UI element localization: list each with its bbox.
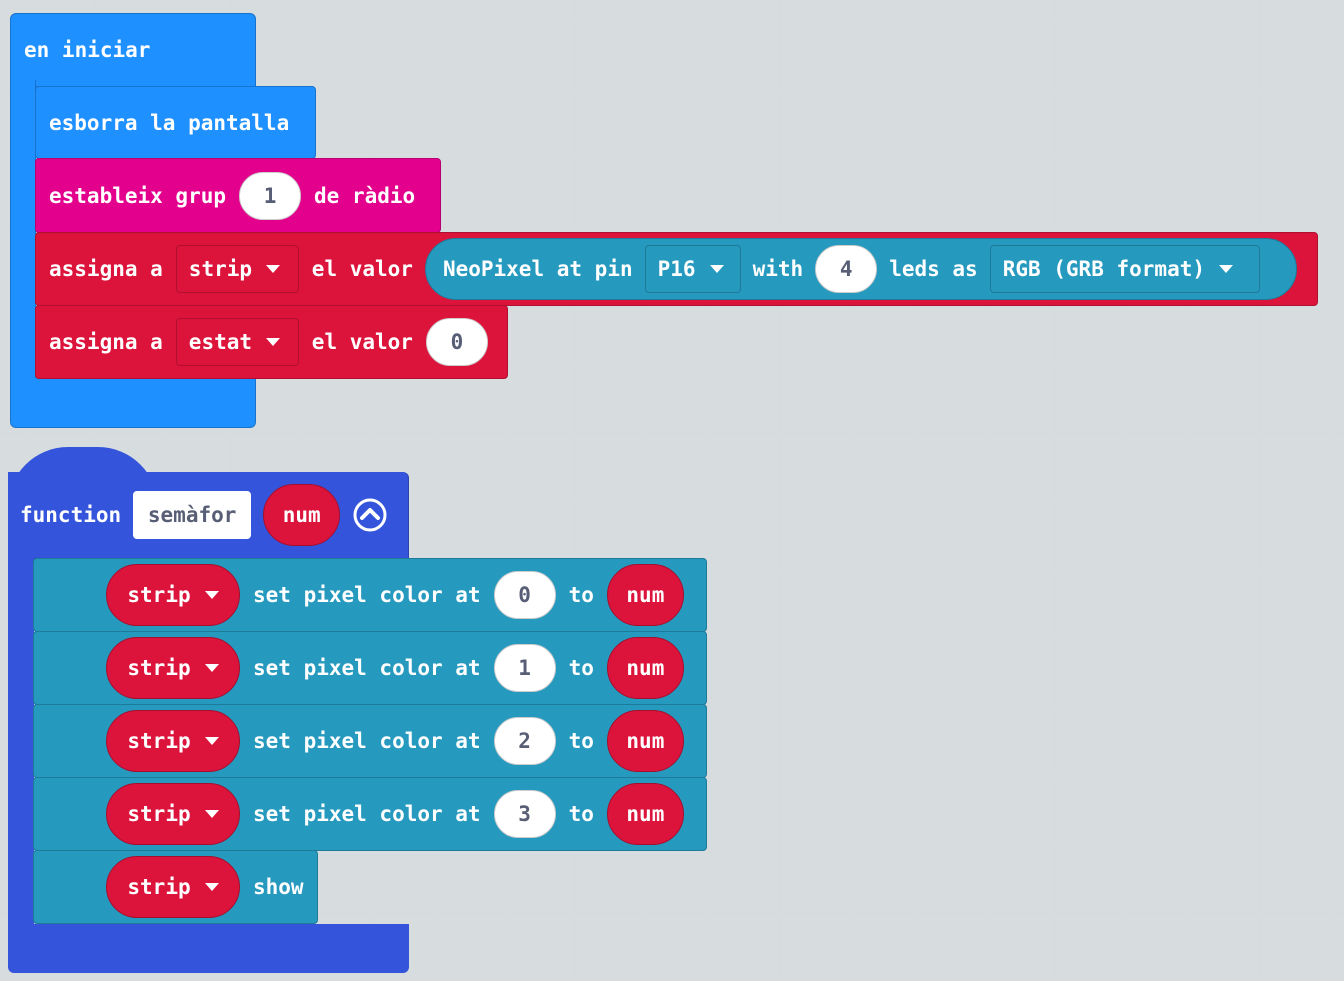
on-start-header[interactable]: en iniciar [10, 13, 256, 87]
color-num-reporter[interactable]: num [606, 710, 684, 772]
pixel-index-input[interactable]: 3 [493, 790, 556, 838]
set-pixel-label: set pixel color at [253, 656, 481, 680]
value-label: el valor [311, 257, 413, 281]
to-label: to [568, 802, 594, 826]
strip-show-block[interactable]: strip show [33, 850, 318, 924]
set-pixel-color-block-2[interactable]: strip set pixel color at 2 to num [33, 704, 707, 778]
variable-dropdown-estat[interactable]: estat [175, 318, 299, 366]
chevron-down-icon [204, 591, 219, 599]
color-num-reporter[interactable]: num [606, 564, 684, 626]
pixel-index-input[interactable]: 2 [493, 717, 556, 765]
variable-name: strip [127, 656, 191, 680]
chevron-down-icon [204, 883, 219, 891]
color-num-reporter[interactable]: num [606, 637, 684, 699]
radio-group-suffix: de ràdio [314, 183, 416, 208]
format-dropdown[interactable]: RGB (GRB format) [989, 245, 1260, 293]
radio-group-input[interactable]: 1 [239, 171, 302, 220]
clear-screen-label: esborra la pantalla [49, 110, 290, 135]
on-start-arm [10, 80, 36, 385]
variable-dropdown-strip[interactable]: strip [175, 245, 299, 293]
variable-name: strip [127, 729, 191, 753]
set-label: assigna a [49, 257, 163, 281]
set-pixel-color-block-1[interactable]: strip set pixel color at 1 to num [33, 631, 707, 705]
chevron-down-icon [204, 737, 219, 745]
function-keyword: function [20, 503, 122, 527]
pin-dropdown[interactable]: P16 [644, 245, 741, 293]
strip-variable-dropdown[interactable]: strip [106, 856, 240, 918]
neopixel-create-block[interactable]: NeoPixel at pin P16 with 4 leds as RGB (… [424, 238, 1297, 300]
function-footer [8, 924, 409, 973]
chevron-down-icon [266, 338, 281, 346]
function-header[interactable]: function semàfor num [8, 472, 409, 559]
chevron-down-icon [709, 265, 724, 273]
function-arm [8, 555, 34, 930]
set-pixel-color-block-0[interactable]: strip set pixel color at 0 to num [33, 558, 707, 632]
on-start-label: en iniciar [24, 38, 151, 62]
radio-group-label: estableix grup [49, 183, 227, 208]
collapse-params-icon[interactable] [352, 497, 388, 533]
chevron-down-icon [1219, 265, 1233, 273]
function-name-input[interactable]: semàfor [133, 491, 252, 539]
chevron-down-icon [266, 265, 281, 273]
variable-name: strip [127, 583, 191, 607]
set-strip-block[interactable]: assigna a strip el valor NeoPixel at pin… [35, 232, 1318, 306]
strip-variable-dropdown[interactable]: strip [106, 710, 240, 772]
chevron-down-icon [204, 664, 219, 672]
show-label: show [253, 875, 304, 899]
pin-value: P16 [657, 257, 696, 281]
variable-name: estat [188, 330, 253, 354]
variable-name: strip [127, 875, 191, 899]
set-pixel-label: set pixel color at [253, 583, 481, 607]
param-num[interactable]: num [263, 484, 341, 546]
set-pixel-label: set pixel color at [253, 802, 481, 826]
chevron-down-icon [204, 810, 219, 818]
with-label: with [752, 257, 804, 281]
color-num-reporter[interactable]: num [606, 783, 684, 845]
leds-as-label: leds as [889, 257, 978, 281]
to-label: to [568, 656, 594, 680]
set-pixel-color-block-3[interactable]: strip set pixel color at 3 to num [33, 777, 707, 851]
clear-screen-block[interactable]: esborra la pantalla [35, 86, 316, 159]
value-label: el valor [311, 330, 413, 354]
to-label: to [568, 583, 594, 607]
strip-variable-dropdown[interactable]: strip [106, 783, 240, 845]
neopixel-label: NeoPixel at pin [442, 257, 633, 281]
set-pixel-label: set pixel color at [253, 729, 481, 753]
on-start-footer [10, 378, 256, 428]
radio-set-group-block[interactable]: estableix grup 1 de ràdio [35, 158, 441, 233]
strip-variable-dropdown[interactable]: strip [106, 637, 240, 699]
variable-name: strip [188, 257, 253, 281]
pixel-index-input[interactable]: 0 [493, 571, 556, 619]
led-count-input[interactable]: 4 [815, 245, 878, 293]
to-label: to [568, 729, 594, 753]
variable-name: strip [127, 802, 191, 826]
estat-value-input[interactable]: 0 [425, 318, 488, 366]
strip-variable-dropdown[interactable]: strip [106, 564, 240, 626]
set-estat-block[interactable]: assigna a estat el valor 0 [35, 305, 508, 379]
pixel-index-input[interactable]: 1 [493, 644, 556, 692]
format-value: RGB (GRB format) [1002, 257, 1205, 281]
set-label: assigna a [49, 330, 163, 354]
